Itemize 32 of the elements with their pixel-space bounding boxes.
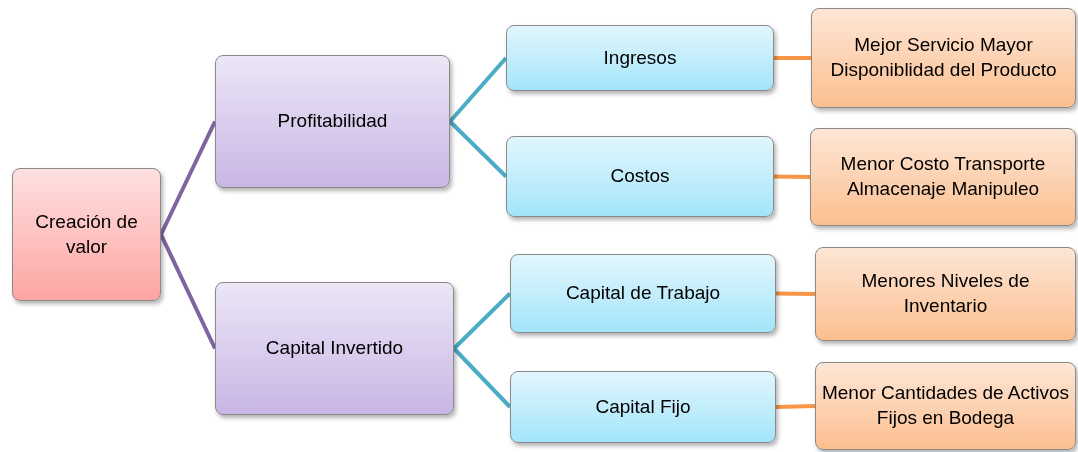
box-text: Profitabilidad [277,109,388,134]
connector-line [448,56,508,123]
box-text: Capital Fijo [595,394,691,419]
connector-line [452,292,512,350]
box-text: Menor Costo Transporte Almacenaje Manipuleo [839,152,1047,201]
connector-line [452,347,512,409]
connector-line [775,291,816,296]
box-text: Ingresos [603,45,677,70]
rounded-box [815,362,1076,450]
connector-line [774,56,811,60]
connector-line [775,404,816,409]
rounded-box [510,371,776,443]
rounded-box [810,128,1076,226]
box-text: Costos [610,164,670,189]
box-text: Menor Cantidades de Activos Fijos en Bodega [820,381,1071,430]
rounded-box [506,136,774,217]
connector-line [773,174,811,179]
rounded-box [12,168,161,301]
box-text: Mejor Servicio Mayor Disponiblidad del Producto [829,33,1058,82]
connector-line [159,120,217,236]
rounded-box [510,254,776,333]
connector-line [448,120,508,178]
rounded-box [215,55,450,188]
rounded-box [811,8,1076,108]
rounded-box [506,25,774,91]
box-text: Creación de valor [34,209,139,259]
box-text: Menores Niveles de Inventario [860,269,1031,318]
rounded-box [215,282,454,415]
connector-line [159,233,217,350]
box-text: Capital Invertido [265,336,404,361]
rounded-box [815,247,1076,341]
box-text: Capital de Trabajo [565,281,721,306]
